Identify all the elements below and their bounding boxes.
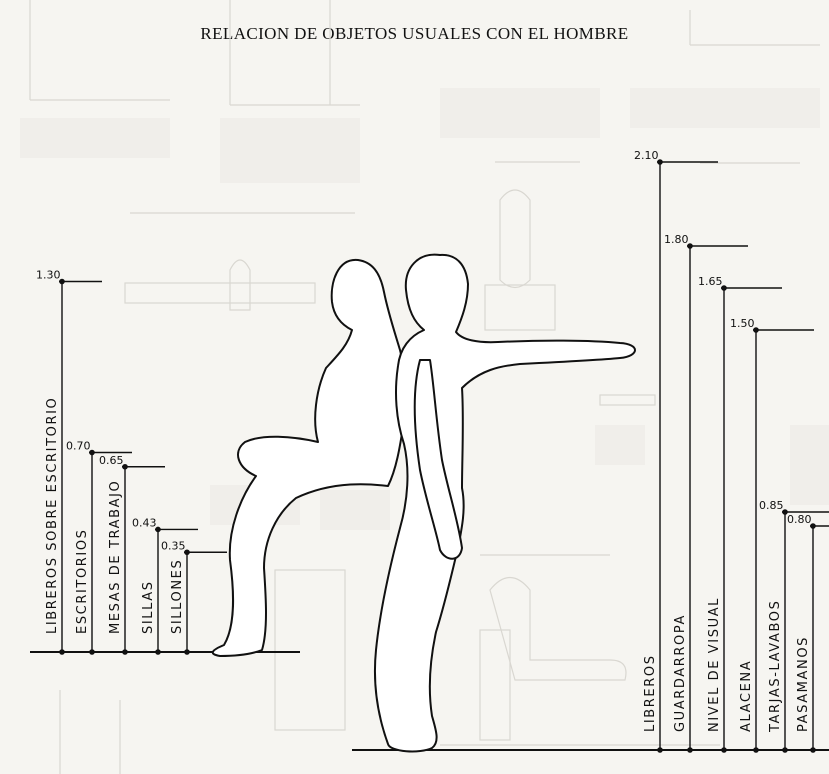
dimension-dot-ground-sillones — [184, 649, 190, 655]
dimension-value-guardarropa: 1.80 — [664, 233, 689, 246]
dimension-dot-top-tarjas-lavabos — [782, 509, 788, 515]
dimension-value-escritorios: 0.70 — [66, 440, 91, 453]
dimension-value-mesas-de-trabajo: 0.65 — [99, 454, 124, 467]
dimension-label-sillas: SILLAS — [141, 580, 156, 634]
dimension-dot-ground-pasamanos — [810, 747, 816, 753]
dimension-value-sillones: 0.35 — [161, 539, 186, 552]
dimension-dot-top-nivel-de-visual — [721, 285, 727, 291]
dimension-dot-top-alacena — [753, 327, 759, 333]
dimension-label-escritorios: ESCRITORIOS — [75, 528, 90, 634]
dimension-label-libreros: LIBREROS — [643, 654, 658, 732]
standing-figure — [373, 253, 636, 753]
dimension-label-alacena: ALACENA — [739, 660, 754, 732]
dimension-dot-top-pasamanos — [810, 523, 816, 529]
dimension-dot-ground-libreros — [657, 747, 663, 753]
dimension-label-pasamanos: PASAMANOS — [796, 636, 811, 732]
dimension-value-libreros: 2.10 — [634, 149, 659, 162]
dimension-dot-top-libreros — [657, 159, 663, 165]
dimension-dot-ground-alacena — [753, 747, 759, 753]
dimension-dot-top-guardarropa — [687, 243, 693, 249]
dimension-label-nivel-de-visual: NIVEL DE VISUAL — [707, 597, 722, 732]
dimension-dot-top-libreros-sobre-escritorio — [59, 278, 65, 285]
dimension-value-pasamanos: 0.80 — [787, 513, 812, 526]
dimension-dot-ground-guardarropa — [687, 747, 693, 753]
dimension-label-sillones: SILLONES — [170, 559, 185, 634]
dimension-dot-top-escritorios — [89, 449, 95, 456]
dimension-value-sillas: 0.43 — [132, 516, 157, 529]
dimension-dot-top-sillas — [155, 526, 161, 533]
dimension-value-libreros-sobre-escritorio: 1.30 — [36, 269, 61, 282]
dimension-value-tarjas-lavabos: 0.85 — [759, 499, 784, 512]
dimension-dot-ground-mesas-de-trabajo — [122, 649, 128, 655]
dimension-dot-top-mesas-de-trabajo — [122, 463, 128, 470]
dimension-dot-ground-sillas — [155, 649, 161, 655]
dimension-dot-ground-nivel-de-visual — [721, 747, 727, 753]
dimension-dot-ground-escritorios — [89, 649, 95, 655]
dimension-label-mesas-de-trabajo: MESAS DE TRABAJO — [108, 480, 123, 634]
standing-figure-arm — [413, 359, 463, 560]
dimension-label-tarjas-lavabos: TARJAS-LAVABOS — [768, 600, 783, 733]
seated-figure — [211, 258, 407, 657]
dimension-dot-ground-tarjas-lavabos — [782, 747, 788, 753]
dimension-label-libreros-sobre-escritorio: LIBREROS SOBRE ESCRITORIO — [45, 397, 60, 634]
diagram-title: RELACION DE OBJETOS USUALES CON EL HOMBR… — [200, 24, 629, 43]
human-figures — [211, 253, 636, 753]
dimension-value-nivel-de-visual: 1.65 — [698, 275, 723, 288]
dimension-label-guardarropa: GUARDARROPA — [673, 614, 688, 732]
dimension-value-alacena: 1.50 — [730, 317, 755, 330]
dimension-dot-top-sillones — [184, 549, 190, 556]
dimension-dot-ground-libreros-sobre-escritorio — [59, 649, 65, 655]
